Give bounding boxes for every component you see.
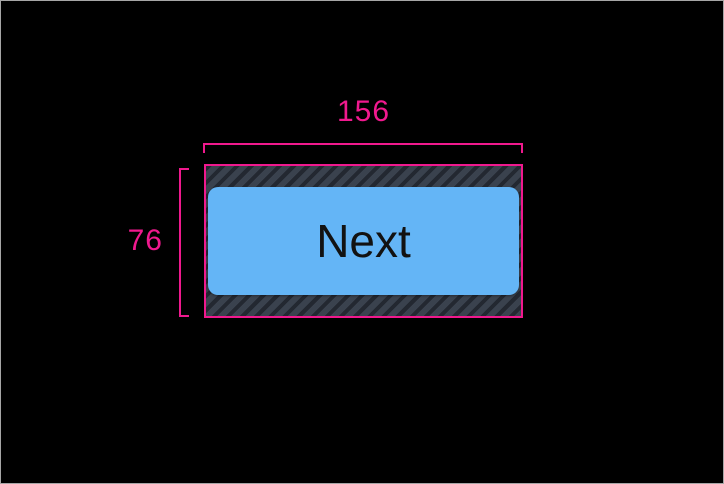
next-button[interactable]: Next <box>208 187 519 295</box>
width-dimension-label: 156 <box>336 95 391 128</box>
next-button-label: Next <box>316 215 411 267</box>
height-dimension-label: 76 <box>127 224 163 257</box>
height-measure-bracket-icon <box>179 168 189 317</box>
measured-bounds-padding-hatch: Next <box>204 164 523 318</box>
width-measure-bracket-icon <box>203 143 523 153</box>
